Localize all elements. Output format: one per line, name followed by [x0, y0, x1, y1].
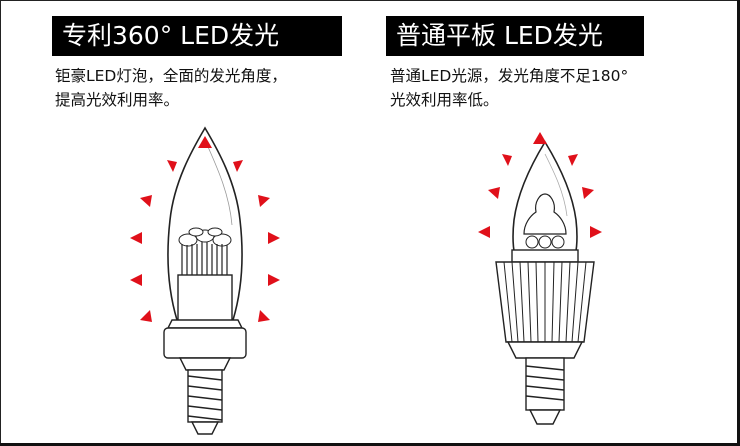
arrow-lower-left-2 — [140, 310, 152, 322]
right-desc-line1: 普通LED光源，发光角度不足180° — [390, 67, 629, 85]
candle-bulb-flat-icon — [478, 132, 602, 425]
arrow-upper-right — [568, 154, 578, 166]
arrow-lower-right-1 — [268, 274, 280, 286]
right-description: 普通LED光源，发光角度不足180° 光效利用率低。 — [390, 64, 628, 112]
bulb-collar — [163, 327, 247, 359]
arrow-lower-left-1 — [130, 274, 142, 286]
arrow-mid-left-2 — [130, 232, 142, 244]
left-description: 钜豪LED灯泡，全面的发光角度， 提高光效利用率。 — [55, 64, 287, 112]
light-direction-arrows — [478, 132, 602, 238]
screw-base — [187, 369, 223, 435]
screw-base — [525, 357, 565, 425]
arrow-mid-right-1 — [582, 187, 594, 199]
driver-block — [177, 274, 233, 324]
candle-bulb-360-icon — [130, 126, 280, 435]
right-title-banner: 普通平板 LED发光 — [386, 16, 644, 56]
bottom-edge-bar — [0, 443, 740, 446]
arrow-upper-right — [233, 160, 243, 172]
arrow-mid-left-1 — [488, 187, 500, 199]
arrow-mid-left-2 — [478, 226, 490, 238]
arrow-lower-right-2 — [258, 310, 270, 322]
arrow-mid-right-1 — [258, 195, 270, 207]
led-head — [523, 193, 567, 235]
led-cluster — [178, 227, 232, 247]
light-direction-arrows — [130, 136, 280, 322]
flat-plate — [511, 249, 579, 263]
arrow-top — [533, 132, 547, 144]
left-title-banner: 专利360° LED发光 — [52, 16, 342, 56]
led-chips — [525, 235, 565, 249]
arrow-upper-left — [502, 154, 512, 166]
heatsink-fins — [503, 261, 587, 343]
right-edge-bar — [737, 0, 740, 446]
arrow-mid-right-2 — [268, 232, 280, 244]
arrow-mid-left-1 — [140, 195, 152, 207]
arrow-mid-right-2 — [590, 226, 602, 238]
arrow-top — [198, 136, 212, 148]
arrow-upper-left — [167, 160, 177, 172]
left-desc-line2: 提高光效利用率。 — [55, 91, 180, 109]
right-desc-line2: 光效利用率低。 — [390, 91, 499, 109]
bulb-neck — [166, 319, 244, 329]
left-desc-line1: 钜豪LED灯泡，全面的发光角度， — [55, 67, 287, 85]
